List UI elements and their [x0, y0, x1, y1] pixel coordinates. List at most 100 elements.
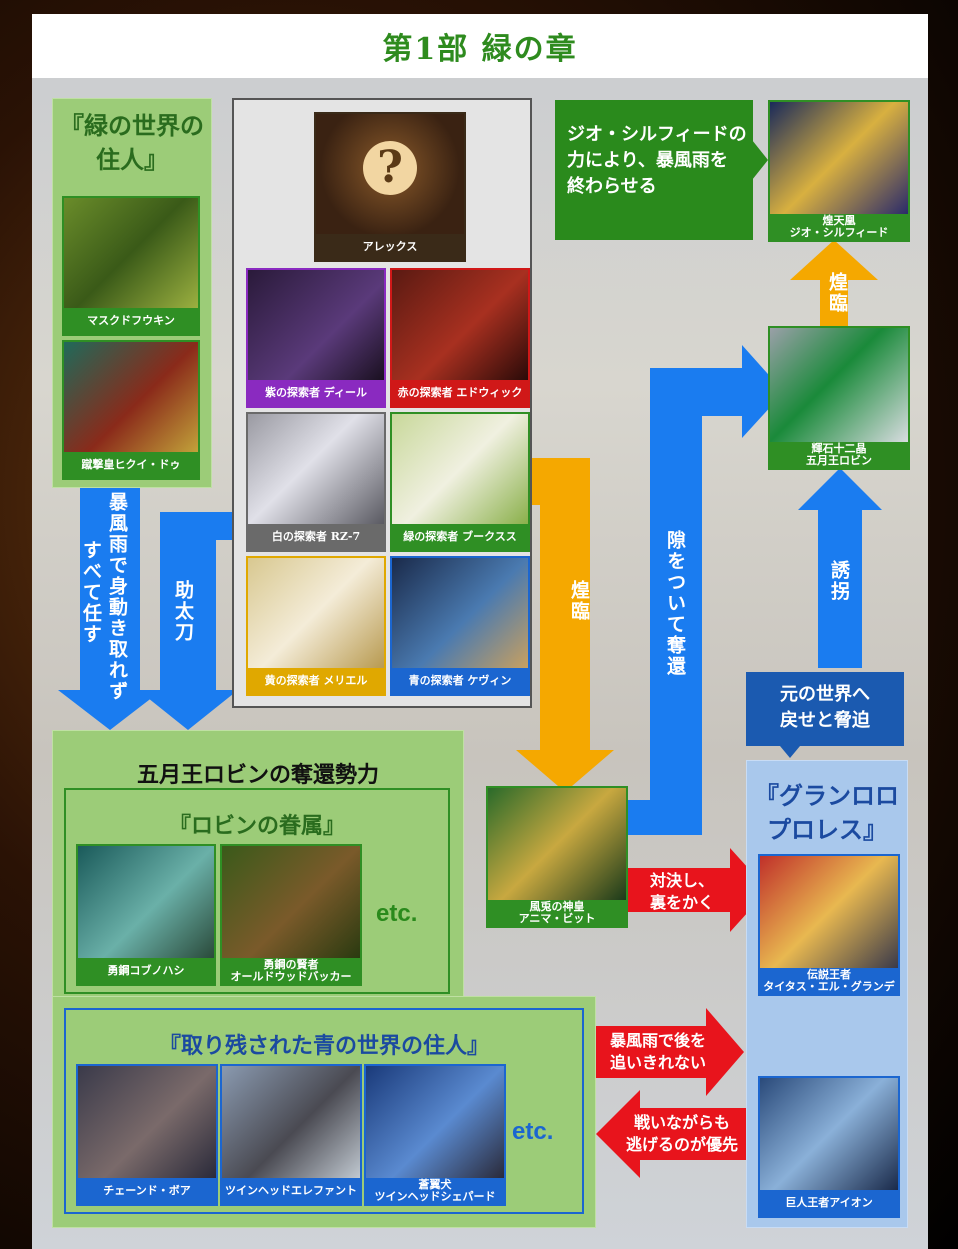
card-art — [760, 856, 898, 968]
card-caption: 風兎の神皇 アニマ・ビット — [488, 900, 626, 926]
card-caption-line2: アニマ・ビット — [519, 913, 596, 925]
threaten-message: 元の世界へ 戻せと脅迫 — [746, 672, 904, 746]
card-chained-boar[interactable]: チェーンド・ボア — [76, 1064, 218, 1206]
label-chase: 暴風雨で後を 追いきれない — [598, 1030, 718, 1074]
question-mark-icon: ? — [363, 141, 417, 195]
card-art — [760, 1078, 898, 1190]
card-art — [78, 1066, 216, 1178]
granroro-title-line1: 『グランロロ — [747, 779, 907, 813]
label-kourin-top: 煌臨 — [824, 272, 851, 314]
card-art — [78, 846, 214, 958]
green-world-title-line2: 住人』 — [53, 143, 211, 177]
label-yukai: 誘拐 — [826, 560, 853, 602]
card-meriel[interactable]: 黄の探索者 メリエル — [246, 556, 386, 696]
label-chase-line2: 追いきれない — [598, 1052, 718, 1074]
threaten-pointer — [780, 746, 800, 758]
card-caption: 紫の探索者 ディール — [248, 380, 384, 406]
card-robin[interactable]: 輝石十二晶 五月王ロビン — [768, 326, 910, 470]
label-flee-line1: 戦いながらも — [610, 1112, 754, 1134]
card-anima-bit[interactable]: 風兎の神皇 アニマ・ビット — [486, 786, 628, 928]
card-art — [366, 1066, 504, 1178]
card-caption-line2: オールドウッドバッカー — [231, 971, 352, 983]
card-aion[interactable]: 巨人王者アイオン — [758, 1076, 900, 1218]
card-art — [488, 788, 626, 900]
card-art — [248, 270, 384, 380]
card-twinhead-shepherd[interactable]: 蒼翼犬 ツインヘッドシェパード — [364, 1064, 506, 1206]
card-caption: 緑の探索者 ブークスス — [392, 524, 528, 550]
label-kourin-mid: 煌臨 — [566, 580, 593, 622]
card-brooks[interactable]: 緑の探索者 ブークスス — [390, 412, 530, 552]
zeo-message-line1: ジオ・シルフィードの — [567, 122, 753, 148]
label-confront: 対決し、 裏をかく — [632, 870, 732, 914]
card-caption: 勇鋼コブノハシ — [78, 958, 214, 984]
card-caption: 蒼翼犬 ツインヘッドシェパード — [366, 1178, 504, 1204]
card-art: ? — [316, 114, 464, 234]
card-art — [392, 270, 528, 380]
blue-world-etc: etc. — [512, 1118, 553, 1146]
zeo-message-line3: 終わらせる — [567, 174, 753, 200]
card-caption: 巨人王者アイオン — [760, 1190, 898, 1216]
threaten-message-line2: 戻せと脅迫 — [746, 708, 904, 734]
card-twinhead-elephant[interactable]: ツインヘッドエレファント — [220, 1064, 362, 1206]
green-world-title-line1: 『緑の世界の — [53, 109, 211, 143]
card-maskdofukin[interactable]: マスクドフウキン — [62, 196, 200, 336]
card-art — [248, 414, 384, 524]
card-art — [770, 102, 908, 214]
green-world-title: 『緑の世界の 住人』 — [53, 109, 211, 177]
robin-kin-etc: etc. — [376, 900, 417, 928]
zeo-message-line2: 力により、暴風雨を — [567, 148, 753, 174]
zeo-message: ジオ・シルフィードの 力により、暴風雨を 終わらせる — [555, 100, 753, 240]
card-deal[interactable]: 紫の探索者 ディール — [246, 268, 386, 408]
card-caption-line2: ツインヘッドシェパード — [375, 1191, 496, 1203]
card-art — [64, 198, 198, 308]
card-art — [64, 342, 198, 452]
label-sneak: 隙をついて奪還 — [662, 530, 689, 677]
card-caption: ツインヘッドエレファント — [222, 1178, 360, 1204]
card-hikui[interactable]: 蹴撃皇ヒクイ・ドゥ — [62, 340, 200, 480]
label-flee-line2: 逃げるのが優先 — [610, 1134, 754, 1156]
card-caption: チェーンド・ボア — [78, 1178, 216, 1204]
card-caption: 煌天凰 ジオ・シルフィード — [770, 214, 908, 240]
card-kevin[interactable]: 青の探索者 ケヴィン — [390, 556, 530, 696]
granroro-title-line2: プロレス』 — [747, 813, 907, 847]
card-art — [770, 328, 908, 442]
card-caption: マスクドフウキン — [64, 308, 198, 334]
card-caption: 青の探索者 ケヴィン — [392, 668, 528, 694]
card-caption-line2: タイタス・エル・グランデ — [763, 981, 895, 993]
card-art — [222, 846, 360, 958]
card-art — [392, 414, 528, 524]
card-zeo-sylphid[interactable]: 煌天凰 ジオ・シルフィード — [768, 100, 910, 242]
card-caption-line2: ジオ・シルフィード — [790, 227, 889, 239]
robin-kin-title: 『ロビンの眷属』 — [66, 808, 448, 840]
card-caption: 黄の探索者 メリエル — [248, 668, 384, 694]
threaten-message-line1: 元の世界へ — [746, 682, 904, 708]
label-storm-left2: すべて任す — [78, 540, 105, 645]
card-caption: 伝説王者 タイタス・エル・グランデ — [760, 968, 898, 994]
label-confront-line1: 対決し、 — [632, 870, 732, 892]
card-caption: アレックス — [316, 234, 464, 260]
card-art — [222, 1066, 360, 1178]
card-caption: 勇鋼の賢者 オールドウッドバッカー — [222, 958, 360, 984]
label-storm-left: 暴風雨で身動き取れず — [104, 492, 131, 702]
card-caption: 輝石十二晶 五月王ロビン — [770, 442, 908, 468]
label-help: 助太刀 — [170, 580, 197, 643]
card-art — [248, 558, 384, 668]
card-titus[interactable]: 伝説王者 タイタス・エル・グランデ — [758, 854, 900, 996]
label-confront-line2: 裏をかく — [632, 892, 732, 914]
zeo-msg-pointer — [752, 140, 768, 180]
card-art — [392, 558, 528, 668]
card-alex[interactable]: ? アレックス — [314, 112, 466, 262]
card-kobunohashi[interactable]: 勇鋼コブノハシ — [76, 844, 216, 986]
card-woodpecker[interactable]: 勇鋼の賢者 オールドウッドバッカー — [220, 844, 362, 986]
label-chase-line1: 暴風雨で後を — [598, 1030, 718, 1052]
card-caption-line2: 五月王ロビン — [806, 455, 872, 467]
card-caption: 白の探索者 RZ-7 — [248, 524, 384, 550]
card-edwick[interactable]: 赤の探索者 エドウィック — [390, 268, 530, 408]
card-caption: 蹴撃皇ヒクイ・ドゥ — [64, 452, 198, 478]
label-flee: 戦いながらも 逃げるのが優先 — [610, 1112, 754, 1156]
card-caption: 赤の探索者 エドウィック — [392, 380, 528, 406]
blue-world-title: 『取り残された青の世界の住人』 — [66, 1028, 582, 1060]
card-rz7[interactable]: 白の探索者 RZ-7 — [246, 412, 386, 552]
granroro-title: 『グランロロ プロレス』 — [747, 779, 907, 847]
robin-force-title: 五月王ロビンの奪還勢力 — [53, 757, 463, 789]
